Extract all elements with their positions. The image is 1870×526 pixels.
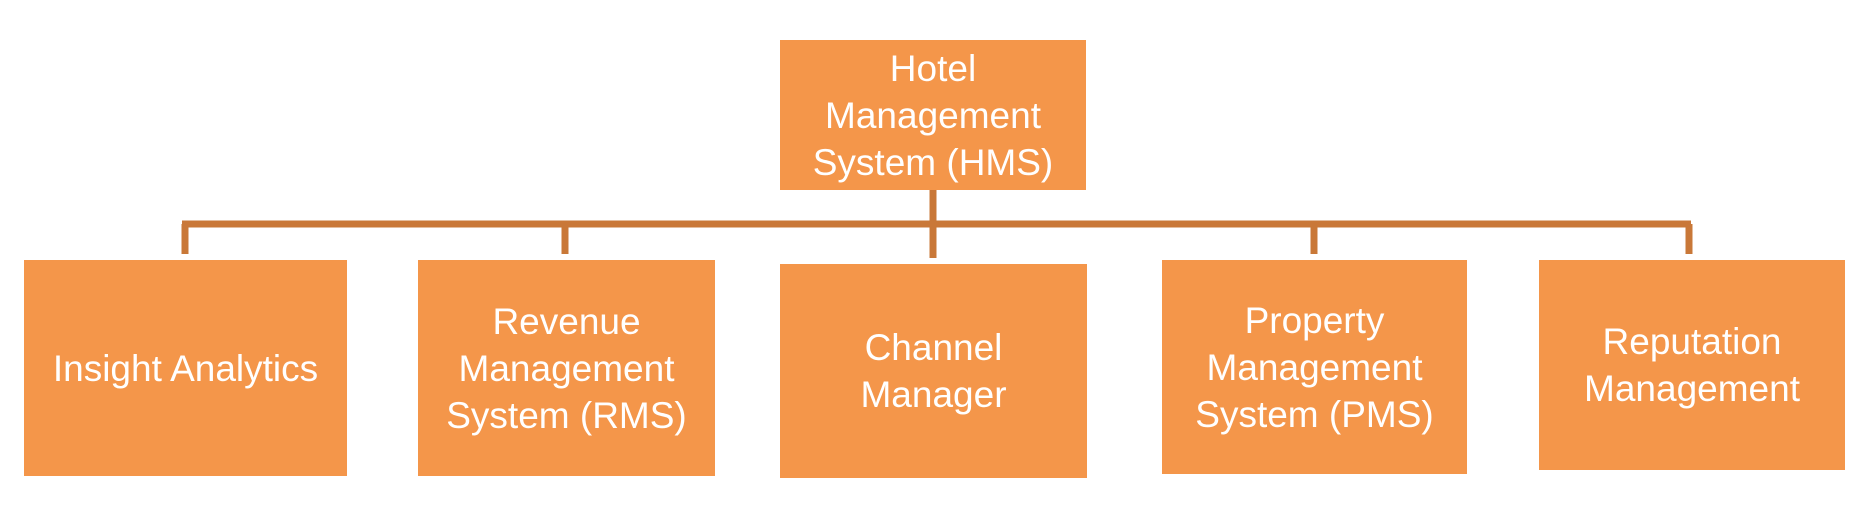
child-node-revenue-management: Revenue Management System (RMS)	[418, 260, 715, 476]
child-node-channel-manager: Channel Manager	[780, 264, 1087, 478]
child-node-property-management: Property Management System (PMS)	[1162, 260, 1467, 474]
child-node-reputation-management: Reputation Management	[1539, 260, 1845, 470]
child-node-label: Reputation Management	[1584, 321, 1800, 409]
root-node-label: Hotel Management System (HMS)	[812, 47, 1054, 183]
child-node-label: Insight Analytics	[52, 347, 319, 389]
child-node-label: Property Management System (PMS)	[1195, 299, 1434, 435]
root-node-hms: Hotel Management System (HMS)	[780, 40, 1086, 190]
child-node-label: Channel Manager	[860, 327, 1007, 415]
child-node-label: Revenue Management System (RMS)	[446, 300, 687, 436]
child-node-insight-analytics: Insight Analytics	[24, 260, 347, 476]
